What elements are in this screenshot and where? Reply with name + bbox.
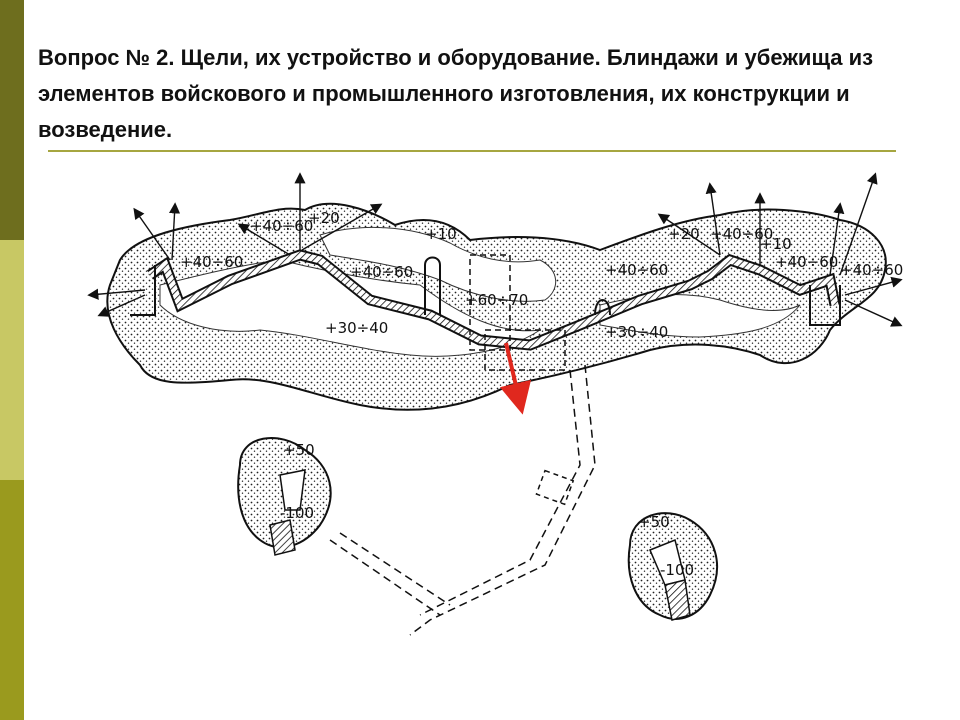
sidebar-top-band xyxy=(0,0,24,240)
small-pit-left-steps xyxy=(269,519,296,556)
label-elevation: +10 xyxy=(760,235,792,253)
trench-niche-left xyxy=(424,256,441,315)
slide-title: Вопрос № 2. Щели, их устройство и оборуд… xyxy=(38,45,874,142)
firing-direction-arrows xyxy=(87,172,903,327)
trench-end-right xyxy=(809,285,841,326)
small-pit-right-steps xyxy=(664,579,691,621)
trench-diagram: +40÷60 +20 +40÷60 +10 +40÷60 +60÷70 +30÷… xyxy=(87,172,903,636)
label-elevation: +60÷70 xyxy=(465,291,528,309)
label-elevation: +40÷60 xyxy=(710,225,773,243)
label-elevation: +10 xyxy=(425,225,457,243)
red-pointer-arrow xyxy=(499,342,532,415)
small-pit-left-cell xyxy=(279,469,306,511)
branch-path-left-edge xyxy=(339,532,451,606)
branch-path-left xyxy=(329,539,441,616)
label-depth: -100 xyxy=(660,561,694,579)
label-elevation: +30÷40 xyxy=(325,319,388,337)
label-depth: -100 xyxy=(280,504,314,522)
label-elevation: +40÷60 xyxy=(840,261,903,279)
communication-path xyxy=(409,364,596,636)
shelter-outline xyxy=(469,254,511,351)
label-elevation: +50 xyxy=(283,441,315,459)
label-elevation: +20 xyxy=(668,225,700,243)
sidebar-middle-band xyxy=(0,240,24,480)
label-elevation: +20 xyxy=(308,209,340,227)
trench-niche-mid xyxy=(594,299,611,316)
label-elevation: +30÷40 xyxy=(605,323,668,341)
label-elevation: +40÷60 xyxy=(605,261,668,279)
ground-area-right xyxy=(599,294,801,338)
sidebar-decoration xyxy=(0,0,24,720)
label-elevation: +40÷60 xyxy=(775,253,838,271)
label-elevation: +40÷60 xyxy=(350,263,413,281)
trench-end-left xyxy=(130,265,156,316)
shelter-entrance-outline xyxy=(484,329,566,371)
label-elevation: +50 xyxy=(638,513,670,531)
ground-area-top xyxy=(319,226,557,302)
title-underline xyxy=(48,150,896,152)
label-elevation: +40÷60 xyxy=(180,253,243,271)
trench-hatching xyxy=(148,251,839,349)
label-elevation: +40÷60 xyxy=(250,217,313,235)
sidebar-bottom-band xyxy=(0,480,24,720)
communication-path-edge xyxy=(419,369,581,616)
